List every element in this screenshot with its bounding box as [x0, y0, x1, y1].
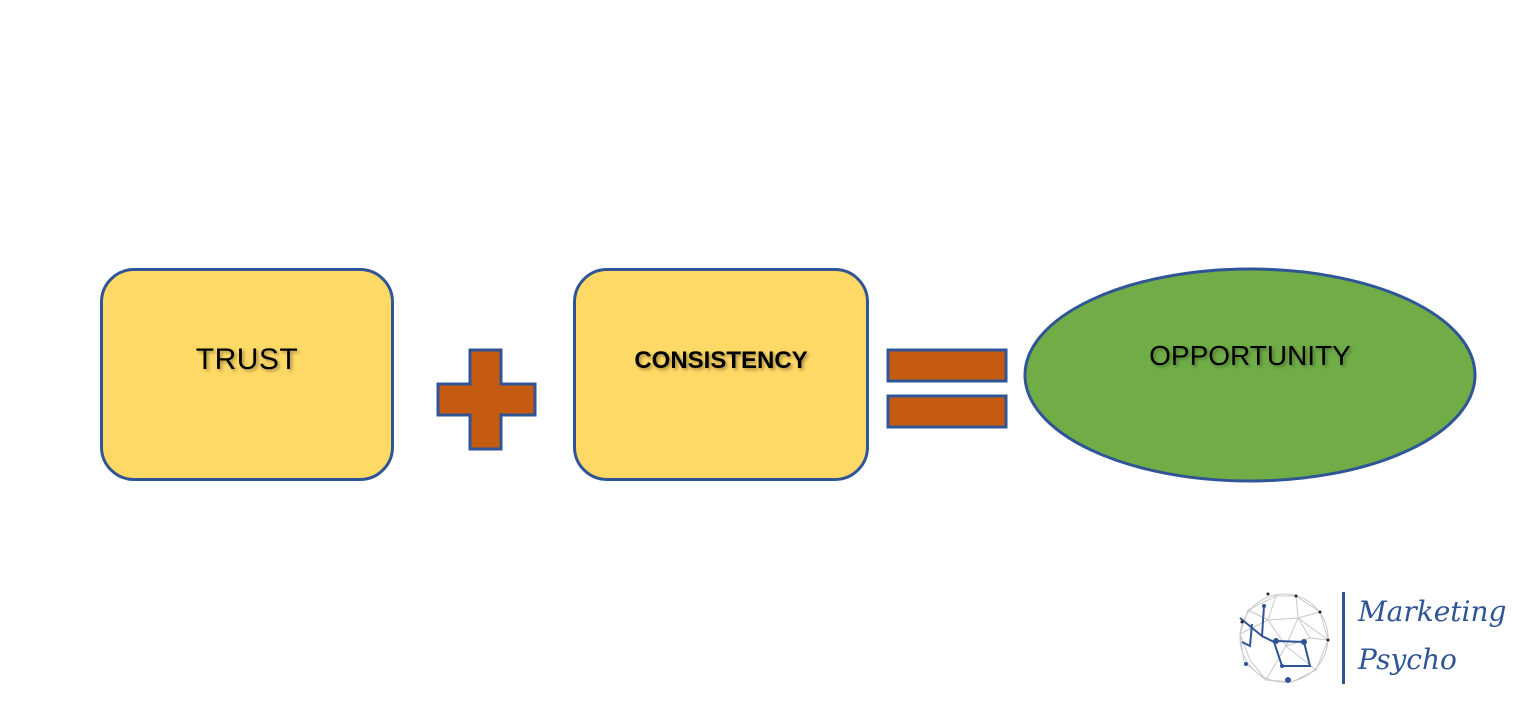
- trust-label: TRUST: [195, 343, 299, 376]
- logo-divider: [1342, 592, 1345, 684]
- equals-bar-top: [886, 348, 1008, 383]
- trust-box: TRUST: [100, 268, 394, 481]
- geodesic-globe-icon: [1239, 592, 1330, 683]
- logo-line2: Psycho: [1358, 643, 1457, 676]
- consistency-label: CONSISTENCY: [634, 347, 808, 374]
- equals-bar-bottom: [886, 394, 1008, 429]
- equals-icon: [886, 348, 1008, 429]
- logo-text: Marketing Psycho: [1358, 588, 1506, 684]
- opportunity-label: OPPORTUNITY: [1149, 340, 1351, 371]
- plus-icon: [436, 348, 537, 451]
- consistency-box: CONSISTENCY: [573, 268, 869, 481]
- opportunity-ellipse: [1023, 267, 1477, 483]
- logo-line1: Marketing: [1358, 595, 1507, 628]
